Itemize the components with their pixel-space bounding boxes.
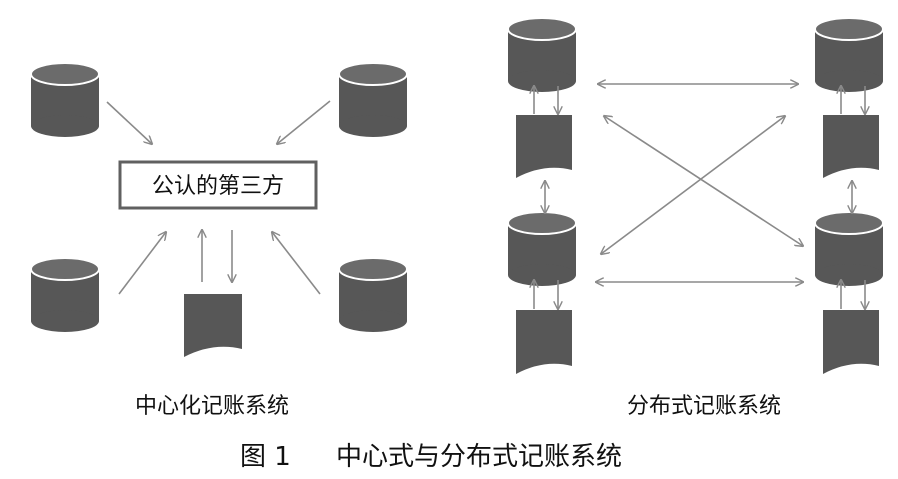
document-icon [516, 115, 572, 178]
arrow-db-to-center [106, 101, 152, 144]
centralized-caption: 中心化记账系统 [135, 394, 289, 419]
database-icon [507, 17, 577, 92]
figure-caption: 图 1 中心式与分布式记账系统 [240, 442, 622, 472]
database-icon [338, 62, 408, 137]
figure-number: 图 1 [240, 442, 291, 472]
database-icon [507, 211, 577, 286]
arrow-diagonal-double [601, 116, 785, 254]
database-icon [30, 62, 100, 137]
figure-title: 中心式与分布式记账系统 [336, 442, 622, 472]
third-party-box: 公认的第三方 [118, 160, 318, 210]
database-icon [814, 211, 884, 286]
document-icon [823, 310, 879, 374]
distributed-panel: 分布式记账系统 [507, 17, 884, 419]
arrow-db-to-center [272, 232, 321, 295]
document-icon [516, 310, 572, 374]
arrow-db-to-center [118, 232, 166, 295]
database-icon [338, 257, 408, 332]
document-icon [823, 115, 879, 178]
centralized-panel: 公认的第三方 中心化记账系统 [30, 62, 408, 419]
database-icon [30, 257, 100, 332]
distributed-caption: 分布式记账系统 [627, 394, 781, 419]
document-icon [184, 294, 242, 357]
arrow-db-to-center [277, 100, 331, 144]
database-icon [814, 17, 884, 92]
third-party-label: 公认的第三方 [152, 174, 284, 199]
arrow-diagonal-double [604, 116, 803, 246]
